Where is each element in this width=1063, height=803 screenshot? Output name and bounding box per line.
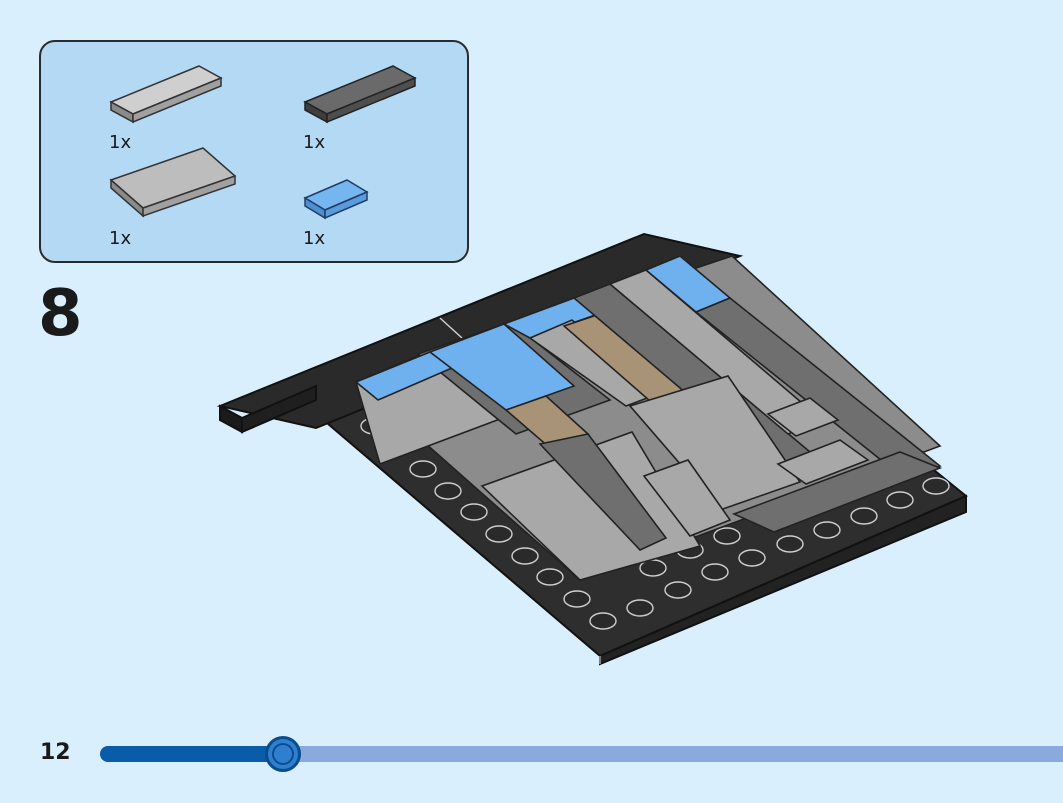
light-gray-tile-icon [109,65,223,124]
progress-bar [100,736,1063,772]
step-number: 8 [38,277,83,351]
blue-tile-icon [303,179,369,220]
part-qty: 1x [109,132,132,153]
progress-track [100,746,1063,762]
part-qty: 1x [303,228,326,249]
progress-knob [265,736,301,772]
part-qty: 1x [109,228,132,249]
light-gray-large-tile-icon [109,147,237,218]
dark-gray-tile-icon [303,65,417,124]
part-qty: 1x [303,132,326,153]
progress-fill [100,746,283,762]
model-illustration [200,220,980,680]
page-number: 12 [40,740,71,765]
parts-list-callout: 1x 1x 1x 1x [39,40,469,263]
assembly-drawing [216,232,968,666]
